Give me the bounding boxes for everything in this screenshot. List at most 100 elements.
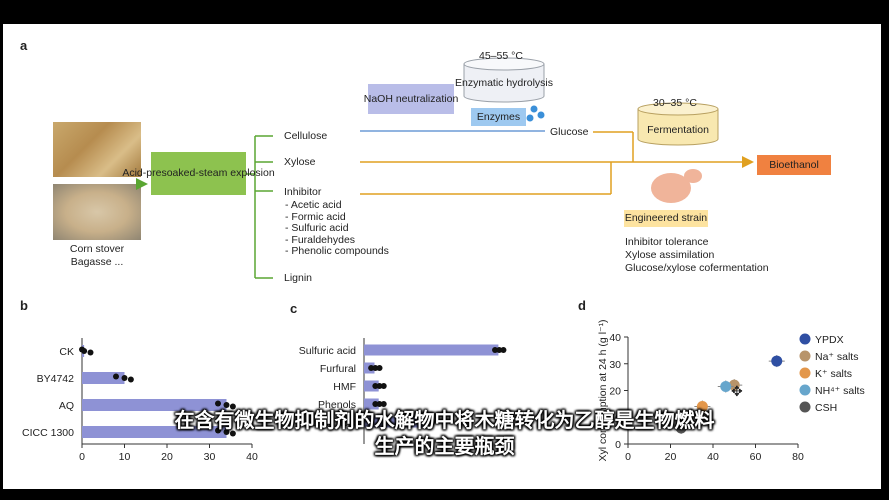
category-label: AQ — [59, 400, 74, 412]
data-point — [728, 379, 740, 391]
inhibitor-item: - Acetic acid — [285, 199, 342, 211]
category-label: Acetic acid — [305, 417, 356, 429]
x-tick-label: 0 — [79, 451, 85, 463]
legend-marker — [799, 384, 811, 396]
bar — [82, 426, 227, 438]
fermentation-label: Fermentation — [647, 123, 709, 136]
x-tick-label: 60 — [750, 451, 762, 463]
x-tick-label: 0 — [625, 451, 631, 463]
figure-panel: a Corn stover Bagasse ... Acid-presoaked… — [3, 24, 881, 489]
panel-b-label: b — [20, 298, 28, 313]
data-point — [420, 419, 427, 425]
legend-label: Na⁺ salts — [815, 351, 858, 363]
y-tick-label: 40 — [609, 332, 621, 344]
data-point — [372, 365, 379, 371]
glucose-label: Glucose — [548, 126, 591, 138]
yeast-cell-icon — [651, 173, 691, 203]
fraction-cellulose: Cellulose — [284, 130, 328, 142]
data-point — [113, 373, 119, 380]
bagasse-photo — [53, 184, 141, 240]
data-point — [675, 422, 687, 434]
engineered-strain-box: Engineered strain — [624, 210, 708, 227]
category-label: Furfural — [320, 363, 356, 375]
subtitle-line-2: 生产的主要瓶颈 — [374, 434, 515, 458]
data-point — [380, 383, 387, 389]
x-tick-label: 40 — [707, 451, 719, 463]
data-point — [696, 401, 708, 413]
flow-diagram-lines — [136, 57, 754, 279]
inhibitor-item: - Sulfuric acid — [285, 222, 349, 234]
feedstock-caption-2: Bagasse ... — [70, 256, 124, 268]
bar — [364, 344, 499, 356]
panel-a-label: a — [20, 38, 28, 53]
data-point — [720, 380, 732, 392]
enzyme-dot-icon — [530, 105, 538, 113]
hydrolysis-temperature: 45–55 °C — [479, 50, 523, 62]
legend-label: NH⁴⁺ salts — [815, 385, 865, 397]
fraction-xylose: Xylose — [284, 156, 316, 168]
data-point — [229, 403, 236, 410]
hydrolysis-tank — [463, 64, 545, 103]
inhibitor-item: - Formic acid — [285, 210, 346, 223]
legend-marker — [799, 333, 811, 345]
strain-traits: Inhibitor tolerance Xylose assimilation … — [625, 236, 769, 275]
data-point — [376, 365, 383, 371]
bioethanol-box: Bioethanol — [757, 155, 831, 175]
data-point — [229, 430, 236, 437]
y-tick-label: 20 — [609, 386, 621, 398]
legend-label: K⁺ salts — [815, 368, 852, 380]
data-point — [771, 355, 783, 367]
bar — [82, 399, 227, 411]
data-point — [223, 429, 230, 435]
y-tick-label: 0 — [615, 439, 621, 451]
subtitle-line-1: 在含有微生物抑制剂的水解物中将木糖转化为乙醇是生物燃料 — [174, 408, 715, 432]
panel-d-label: d — [578, 298, 586, 313]
x-tick-label: 10 — [119, 451, 131, 463]
data-point — [376, 401, 383, 407]
legend-marker — [799, 350, 811, 362]
data-point — [87, 349, 94, 356]
enzymes-box: Enzymes — [471, 108, 526, 126]
fermentation-temperature: 30–35 °C — [653, 97, 697, 109]
fraction-lignin: Lignin — [284, 272, 313, 284]
x-tick-label: 20 — [161, 451, 173, 463]
data-point — [376, 383, 383, 389]
data-point — [215, 400, 221, 407]
category-label: Sulfuric acid — [299, 345, 356, 357]
data-point — [215, 427, 221, 434]
pretreatment-box: Acid-presoaked-steam explosion — [122, 152, 275, 195]
data-point — [372, 383, 379, 389]
y-axis-title: Xyl consumption at 24 h (g l⁻¹) — [597, 319, 609, 461]
trait-item: Glucose/xylose cofermentation — [625, 262, 769, 274]
legend-marker — [799, 367, 811, 379]
data-point — [424, 419, 431, 425]
data-point — [372, 401, 379, 407]
bar — [364, 416, 427, 428]
trait-item: Xylose assimilation — [625, 249, 715, 261]
y-tick-label: 30 — [609, 359, 621, 371]
data-point — [121, 375, 128, 381]
x-tick-label: 20 — [665, 451, 677, 463]
bar — [364, 398, 379, 410]
inhibitor-list: - Acetic acid - Formic acid - Sulfuric a… — [285, 199, 389, 258]
data-point — [127, 376, 134, 383]
data-point — [429, 419, 436, 425]
legend-marker — [799, 401, 811, 413]
data-point — [368, 365, 375, 371]
x-tick-label: 80 — [792, 451, 804, 463]
category-label: Phenols — [318, 399, 356, 411]
data-point — [223, 402, 230, 408]
move-cursor-icon: ✥ — [731, 383, 743, 399]
data-point — [81, 348, 88, 354]
inhibitor-item: - Phenolic compounds — [285, 245, 389, 257]
hydrolysis-label: Enzymatic hydrolysis — [454, 76, 554, 89]
category-label: HMF — [333, 381, 356, 393]
category-label: CK — [59, 346, 74, 358]
bar — [364, 380, 379, 392]
x-tick-label: 30 — [204, 451, 216, 463]
data-point — [492, 347, 499, 353]
corn-stover-photo — [53, 122, 141, 177]
